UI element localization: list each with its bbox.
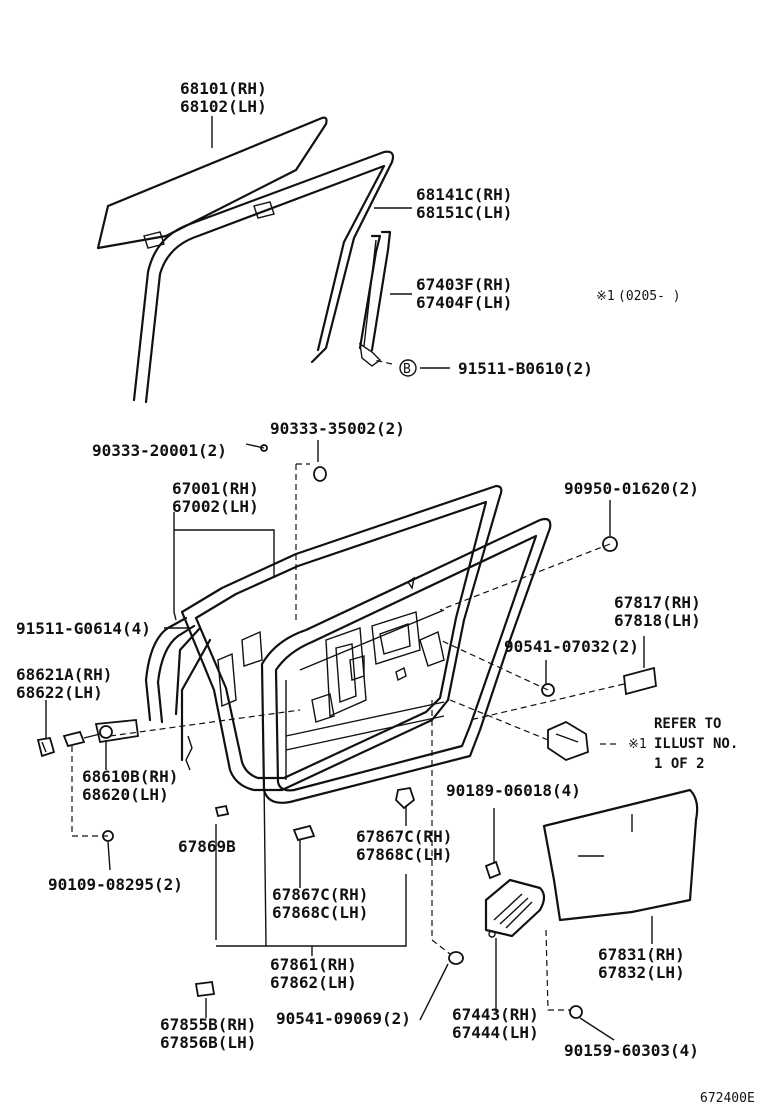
label-panel-lh: 67002(LH) bbox=[172, 497, 259, 516]
weatherstrip-part[interactable] bbox=[358, 230, 392, 367]
label-stopper-rh: 67817(RH) bbox=[614, 593, 701, 612]
label-plug-07032: 90541-07032(2) bbox=[504, 637, 639, 656]
glass-run-part[interactable] bbox=[132, 150, 395, 404]
clip-67869b-part[interactable] bbox=[214, 804, 230, 818]
label-glass-rh: 68101(RH) bbox=[180, 79, 267, 98]
label-hinge-cover-lh: 68622(LH) bbox=[16, 683, 103, 702]
label-clip-c-rh: 67867C(RH) bbox=[356, 827, 452, 846]
label-clip-c-lh: 67868C(LH) bbox=[356, 845, 452, 864]
label-screw-20001: 90333-20001(2) bbox=[92, 441, 227, 460]
label-glass-lh: 68102(LH) bbox=[180, 97, 267, 116]
leader-lines bbox=[45, 116, 653, 1041]
note-symbol: ※1 bbox=[596, 289, 615, 304]
label-run-lh: 68151C(LH) bbox=[416, 203, 512, 222]
circle-b-marker: B bbox=[403, 362, 411, 377]
label-clip-c2-lh: 67868C(LH) bbox=[272, 903, 368, 922]
label-bolt-06018: 90189-06018(4) bbox=[446, 781, 581, 800]
plug-90541-09069-part[interactable] bbox=[448, 951, 464, 965]
stopper-part[interactable] bbox=[623, 666, 657, 696]
label-weather-lh: 67404F(LH) bbox=[416, 293, 512, 312]
refer-line-1: REFER TO bbox=[654, 716, 721, 732]
label-seal-rh: 67861(RH) bbox=[270, 955, 357, 974]
label-frame-rh: 67443(RH) bbox=[452, 1005, 539, 1024]
speaker-frame-part[interactable] bbox=[484, 878, 546, 938]
label-check-lh: 68620(LH) bbox=[82, 785, 169, 804]
refer-line-2: ILLUST NO. bbox=[654, 736, 738, 752]
bracket-refer-part[interactable] bbox=[547, 720, 589, 762]
label-bolt-b: 91511-B0610(2) bbox=[458, 359, 593, 378]
clip-67867c-lower-part[interactable] bbox=[292, 824, 316, 842]
label-clip-b: 67869B bbox=[178, 837, 236, 856]
label-bolt-08295: 90109-08295(2) bbox=[48, 875, 183, 894]
service-cover-part[interactable] bbox=[542, 788, 699, 922]
label-check-rh: 68610B(RH) bbox=[82, 767, 178, 786]
label-hole-plug: 90950-01620(2) bbox=[564, 479, 699, 498]
screw-90333-20001-part[interactable] bbox=[245, 443, 268, 452]
refer-line-3: 1 OF 2 bbox=[654, 756, 705, 772]
label-plug-09069: 90541-09069(2) bbox=[276, 1009, 411, 1028]
door-seal-part[interactable] bbox=[144, 616, 212, 771]
label-frame-lh: 67444(LH) bbox=[452, 1023, 539, 1042]
label-panel-rh: 67001(RH) bbox=[172, 479, 259, 498]
screw-90159-part[interactable] bbox=[569, 1005, 583, 1019]
label-pad-lh: 67856B(LH) bbox=[160, 1033, 256, 1052]
label-cover-rh: 67831(RH) bbox=[598, 945, 685, 964]
label-screw-60303: 90159-60303(4) bbox=[564, 1041, 699, 1060]
label-bolt-g: 91511-G0614(4) bbox=[16, 619, 151, 638]
refer-symbol: ※1 bbox=[628, 737, 647, 752]
bolt-90189-part[interactable] bbox=[484, 860, 502, 880]
clip-90333-35002-part[interactable] bbox=[313, 466, 327, 482]
label-stopper-lh: 67818(LH) bbox=[614, 611, 701, 630]
label-clip-c2-rh: 67867C(RH) bbox=[272, 885, 368, 904]
note-period: (0205- ) bbox=[618, 289, 681, 304]
pad-67855b-part[interactable] bbox=[194, 980, 216, 998]
door-panel-part[interactable] bbox=[180, 484, 552, 804]
label-pad-rh: 67855B(RH) bbox=[160, 1015, 256, 1034]
label-screw-35002: 90333-35002(2) bbox=[270, 419, 405, 438]
label-cover-lh: 67832(LH) bbox=[598, 963, 685, 982]
label-seal-lh: 67862(LH) bbox=[270, 973, 357, 992]
label-hinge-cover-rh: 68621A(RH) bbox=[16, 665, 112, 684]
door-check-part[interactable] bbox=[62, 719, 140, 748]
clip-67867c-upper-part[interactable] bbox=[395, 786, 416, 810]
assembly-dash-lines bbox=[71, 359, 625, 1011]
label-run-rh: 68141C(RH) bbox=[416, 185, 512, 204]
label-weather-rh: 67403F(RH) bbox=[416, 275, 512, 294]
diagram-code: 672400E bbox=[700, 1091, 755, 1106]
hinge-cover-part[interactable] bbox=[36, 736, 56, 758]
